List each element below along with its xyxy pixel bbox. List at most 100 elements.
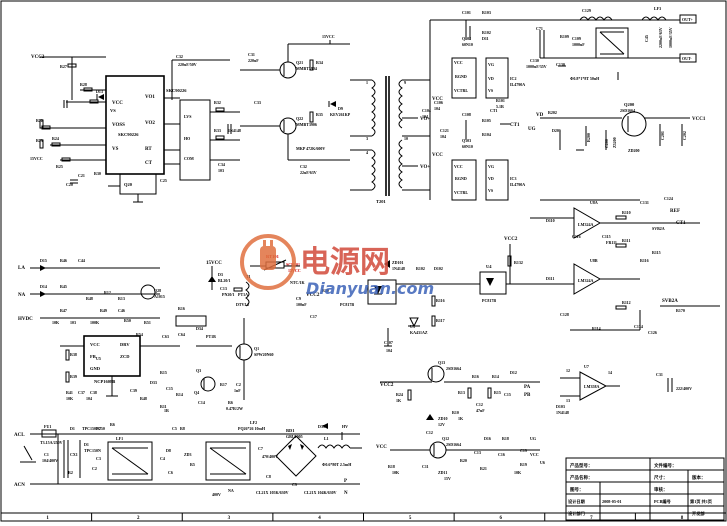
svg-text:Q102: Q102	[462, 36, 471, 41]
svg-text:DTVL2: DTVL2	[236, 302, 249, 307]
net-ct1-a: CT1	[510, 123, 520, 128]
svg-text:CT: CT	[145, 161, 153, 166]
q28-transistor	[140, 284, 156, 300]
svg-text:RGND: RGND	[455, 74, 467, 79]
u4-label: U4	[486, 264, 492, 269]
svg-text:R13: R13	[118, 296, 125, 301]
svg-text:HV: HV	[342, 424, 348, 429]
svg-text:10K: 10K	[52, 320, 60, 325]
net-vcc2-low: VCC2	[380, 383, 394, 388]
svg-text:C8: C8	[266, 474, 271, 479]
svg-text:VCTRL: VCTRL	[454, 88, 468, 93]
net-p: P	[344, 479, 347, 484]
svg-text:R18: R18	[502, 436, 509, 441]
svg-text:RGND: RGND	[455, 176, 467, 181]
svg-text:Q22: Q22	[296, 116, 303, 121]
net-sv-b2a: SVB2A	[662, 299, 678, 304]
svg-text:D102: D102	[434, 266, 443, 271]
net-ref: REF	[670, 209, 680, 214]
net-vcc2-top: VCC2	[31, 55, 45, 60]
svg-text:MMBT3906: MMBT3906	[296, 122, 317, 127]
net-ug-low: UG	[530, 436, 536, 441]
svg-text:D33: D33	[150, 380, 157, 385]
title-block-frame	[565, 457, 725, 521]
svg-text:VS: VS	[488, 188, 494, 193]
svg-text:C2: C2	[92, 466, 97, 471]
svg-text:1R: 1R	[164, 408, 169, 413]
output-plus-label: OUT+	[682, 17, 694, 22]
svg-text:IC2: IC2	[510, 76, 516, 81]
svg-text:5.1R: 5.1R	[496, 104, 504, 109]
svg-text:1N4148: 1N4148	[556, 410, 569, 415]
svg-text:DRV: DRV	[120, 342, 130, 347]
svg-text:VS: VS	[110, 108, 116, 113]
net-ug: UG	[528, 127, 536, 132]
svg-text:R46: R46	[60, 258, 67, 263]
svg-text:R16: R16	[472, 374, 479, 379]
svg-text:R5: R5	[190, 462, 195, 467]
svg-text:R32: R32	[214, 100, 221, 105]
u7-label: U7	[584, 364, 589, 369]
svg-text:C16: C16	[498, 452, 505, 457]
svg-text:C101: C101	[462, 10, 471, 15]
net-pb: PB	[524, 393, 531, 398]
net-acl: ACL	[14, 433, 25, 438]
svg-text:D1: D1	[84, 442, 89, 447]
svg-text:10K: 10K	[514, 470, 522, 475]
svg-text:R17: R17	[220, 382, 227, 387]
svg-text:47uF: 47uF	[476, 408, 485, 413]
net-vcc-low: VCC	[376, 445, 387, 450]
svg-text:D13: D13	[96, 89, 103, 94]
svg-text:C5: C5	[172, 426, 177, 431]
svg-text:TPC150N250: TPC150N250	[82, 426, 105, 431]
svg-text:MMBT3904: MMBT3904	[296, 66, 317, 71]
svg-text:9: 9	[404, 80, 406, 85]
svg-text:CL21X 104K/630V: CL21X 104K/630V	[304, 490, 337, 495]
border-tick-label: 1	[46, 516, 49, 521]
svg-text:D1: D1	[70, 426, 75, 431]
svg-text:R15: R15	[160, 370, 167, 375]
svg-text:IL4790A: IL4790A	[510, 182, 525, 187]
svg-text:D110: D110	[546, 218, 555, 223]
svg-text:R110: R110	[622, 210, 631, 215]
svg-text:FB: FB	[90, 354, 96, 359]
q200-part: 2SD1664	[620, 108, 635, 113]
svg-text:10K: 10K	[66, 396, 74, 401]
pwm-controller-block: VCC VOSS VS VO1 VO2 RT CT SKC90226 VS VC…	[30, 55, 167, 203]
svg-text:1000uF/35V: 1000uF/35V	[526, 64, 547, 69]
svg-text:L1: L1	[324, 436, 329, 441]
svg-text:IL4790A: IL4790A	[510, 82, 525, 87]
svg-text:C104: C104	[422, 108, 431, 113]
svg-text:C2: C2	[236, 382, 241, 387]
svg-text:104/400V: 104/400V	[42, 458, 58, 463]
opto-part-b: PC817B	[482, 298, 496, 303]
svg-text:R54: R54	[136, 332, 143, 337]
svg-text:VCC: VCC	[454, 60, 463, 65]
net-hvdc: HVDC	[18, 317, 33, 322]
svg-text:ZD101: ZD101	[392, 260, 404, 265]
opamp-section: LM324A LM324A U8A U8B R110 R111 R112 C13…	[530, 196, 720, 335]
svg-text:R27: R27	[60, 64, 67, 69]
svg-text:D8: D8	[166, 448, 171, 453]
svg-text:D16: D16	[484, 436, 491, 441]
svg-text:C21: C21	[78, 173, 85, 178]
svg-text:C200: C200	[604, 139, 609, 148]
border-tick-label: 2	[137, 516, 140, 521]
svg-text:1N4148: 1N4148	[392, 266, 405, 271]
output-filter: C129 C109 1000uF R109 C71 C130 1000uF/35…	[526, 6, 697, 81]
svg-text:KEV261KP: KEV261KP	[330, 112, 351, 117]
svg-text:R14: R14	[176, 392, 183, 397]
svg-text:222/400V: 222/400V	[676, 386, 692, 391]
svg-text:T201: T201	[376, 199, 387, 204]
svg-text:U5: U5	[96, 356, 101, 361]
svg-text:R48: R48	[86, 296, 93, 301]
bridge-label: BD1	[286, 428, 295, 433]
q1-mosfet	[235, 343, 253, 361]
svg-text:VD: VD	[488, 76, 494, 81]
tb-review: 审核：	[654, 486, 668, 493]
svg-text:C202: C202	[682, 131, 687, 140]
svg-text:C12: C12	[426, 430, 433, 435]
svg-text:R34: R34	[316, 60, 323, 65]
opamp-ref-b: U8B	[590, 258, 598, 263]
